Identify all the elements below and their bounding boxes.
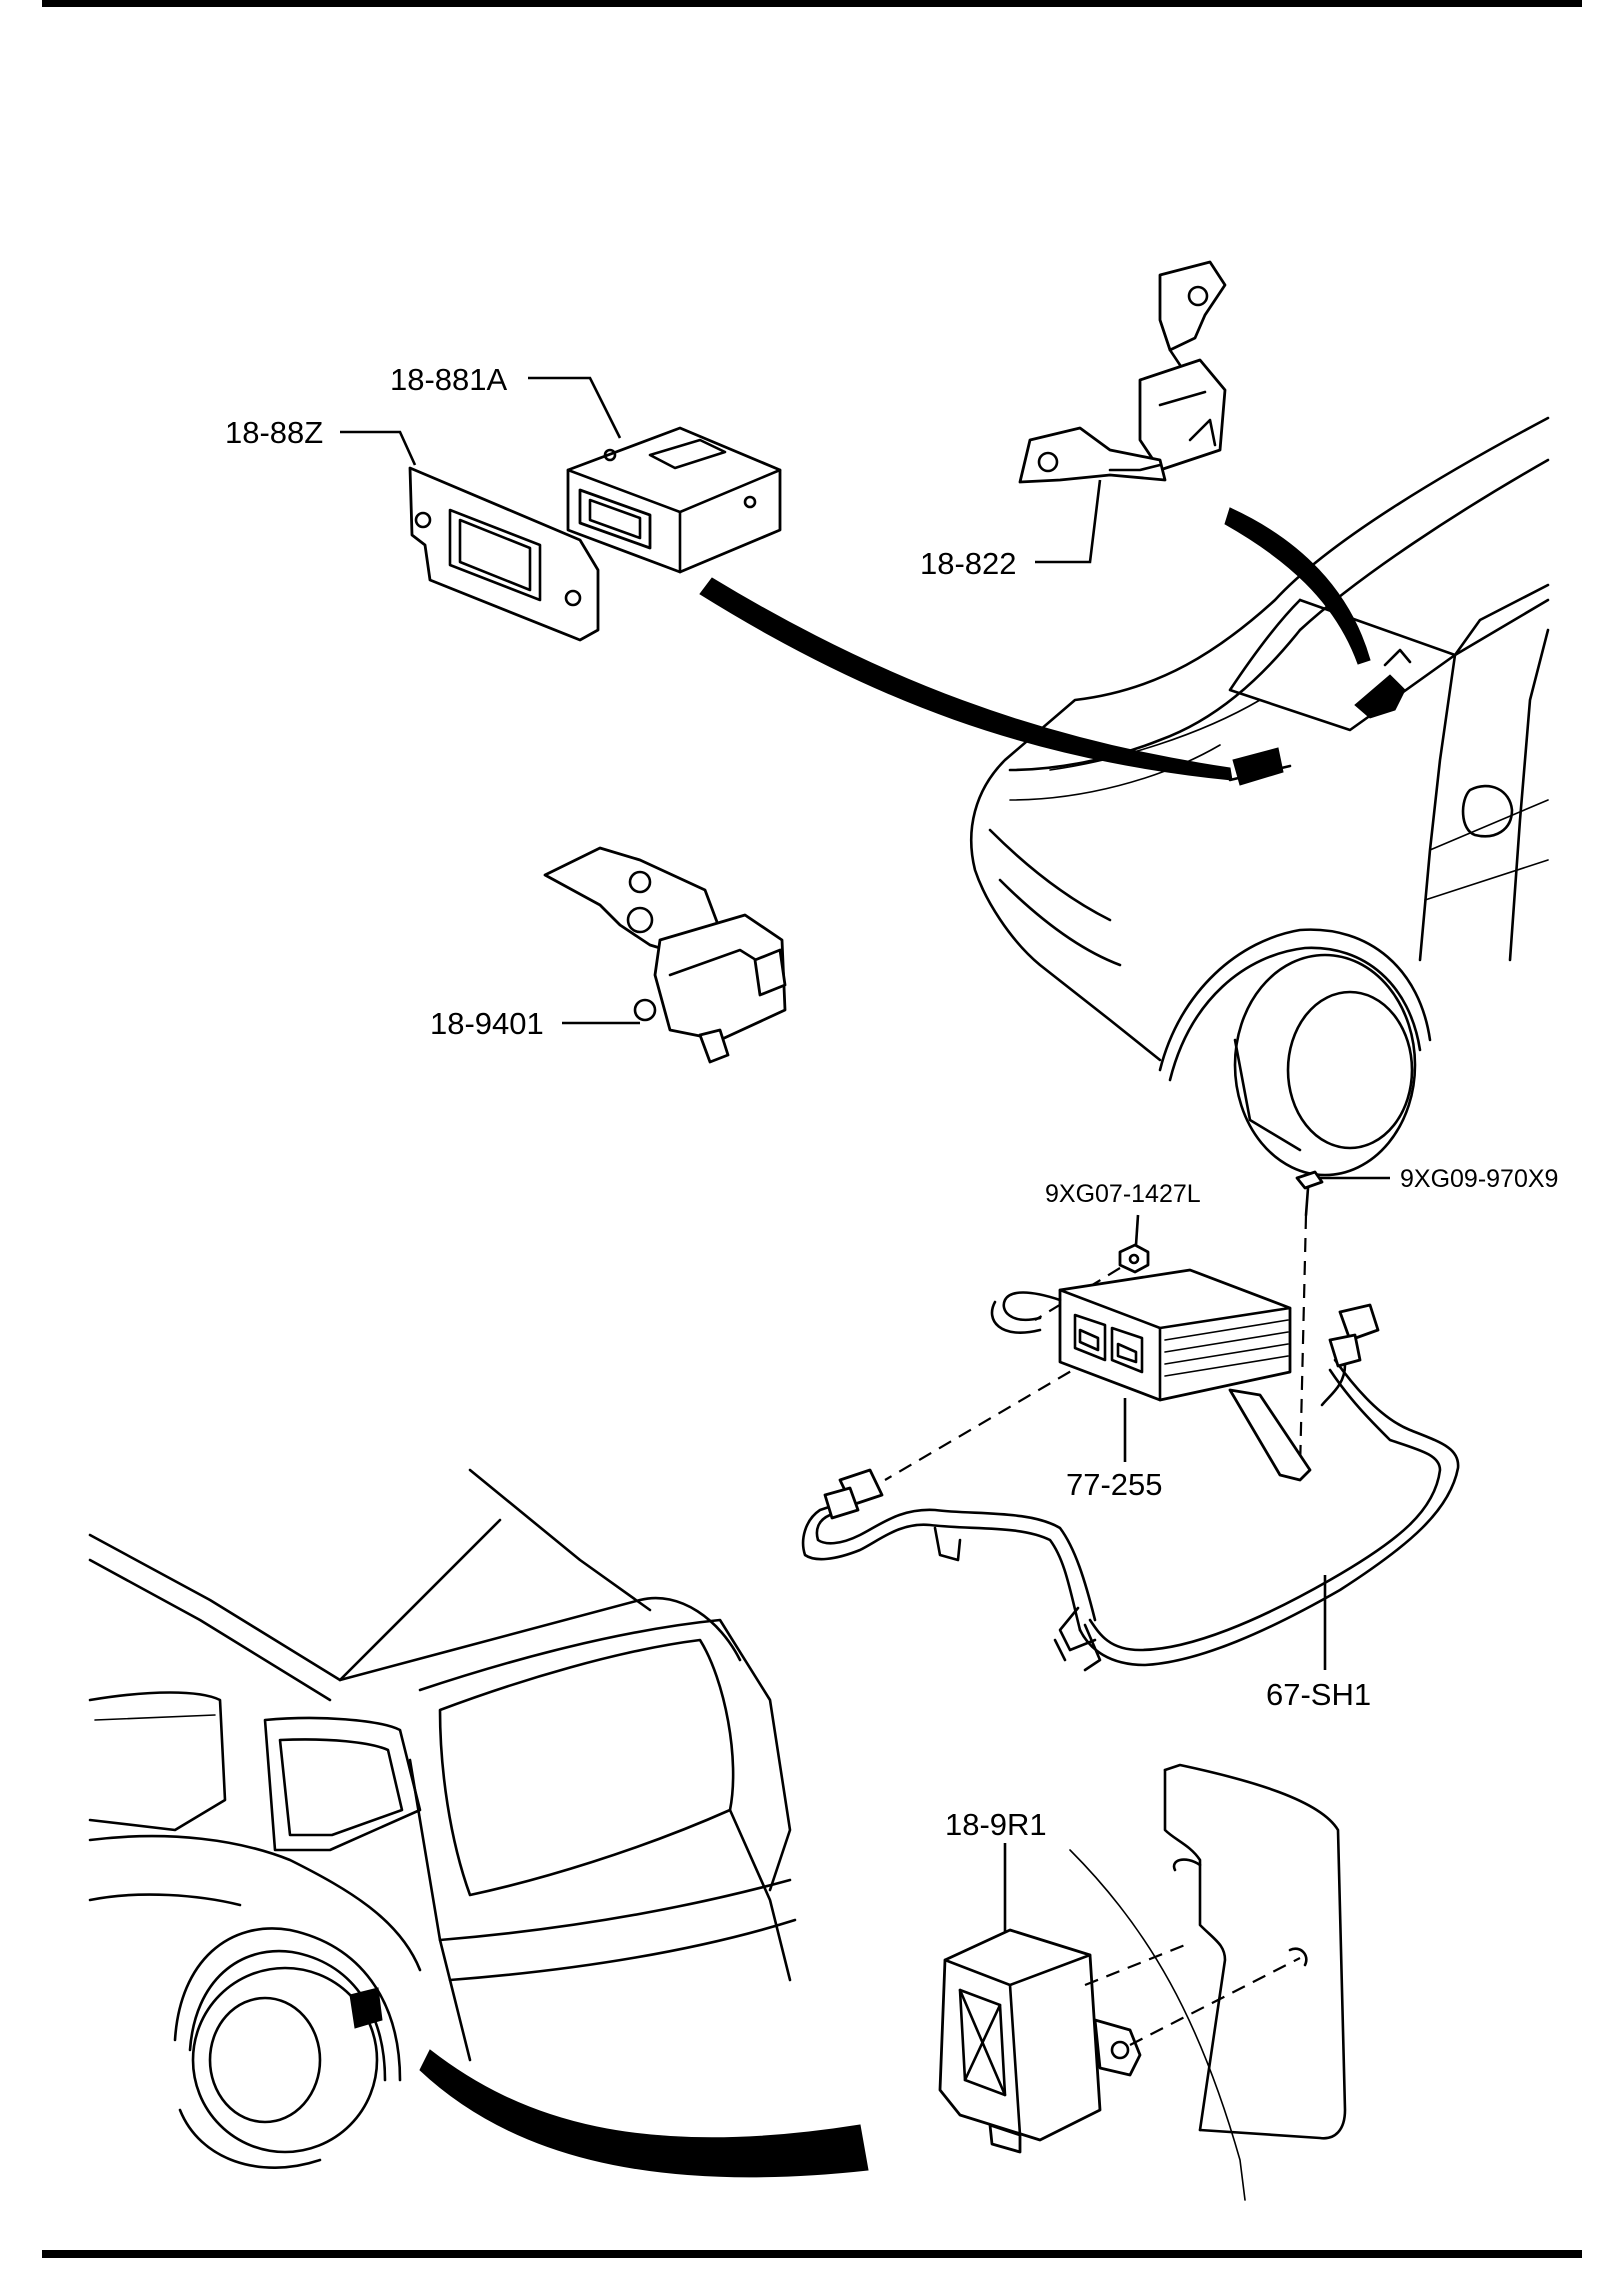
pressure-sensor-part (543, 846, 787, 1064)
callout-bolt: 9XG09-970X9 (1400, 1165, 1558, 1193)
mount-bracket-part (408, 466, 600, 642)
callout-ecu-module: 18-881A (390, 362, 508, 397)
location-pointer-ecu (699, 577, 1233, 781)
control-unit-part (1058, 1268, 1312, 1482)
callout-nut: 9XG07-1427L (1045, 1180, 1201, 1208)
front-vehicle-illustration (969, 416, 1550, 1177)
location-pointer-sensor (1224, 507, 1371, 665)
leader-mount-bracket (340, 430, 417, 466)
nut-part (1118, 1243, 1150, 1274)
callout-wire-harness: 67-SH1 (1266, 1677, 1371, 1712)
leader-ecu-module (528, 376, 622, 439)
connector-install-line (884, 1359, 1091, 1481)
rear-unit-part (938, 1928, 1142, 2154)
bottom-border-line (42, 2250, 1582, 2258)
callout-pressure-sensor: 18-9401 (430, 1006, 544, 1041)
bolt-install-line (1298, 1214, 1308, 1471)
leader-map-sensor (1035, 479, 1102, 564)
wire-harness-part (801, 1291, 1460, 1672)
ecu-module-part (566, 426, 782, 574)
rear-unit-install-line-upper (1084, 1943, 1186, 1987)
map-sensor-part (1018, 260, 1227, 484)
callout-map-sensor: 18-822 (920, 546, 1017, 581)
top-border-line (42, 0, 1582, 7)
callout-control-unit: 77-255 (1066, 1467, 1163, 1502)
callout-mount-bracket: 18-88Z (225, 415, 323, 450)
bolt-part (1295, 1170, 1324, 1217)
leader-nut (1134, 1214, 1140, 1246)
rear-unit-install-line-lower (1129, 1957, 1301, 2046)
rear-vehicle-illustration (88, 1468, 797, 2169)
quarter-panel-inner (1069, 1763, 1347, 2201)
location-pointer-rear-unit (419, 2049, 869, 2178)
callout-rear-unit: 18-9R1 (945, 1807, 1047, 1842)
